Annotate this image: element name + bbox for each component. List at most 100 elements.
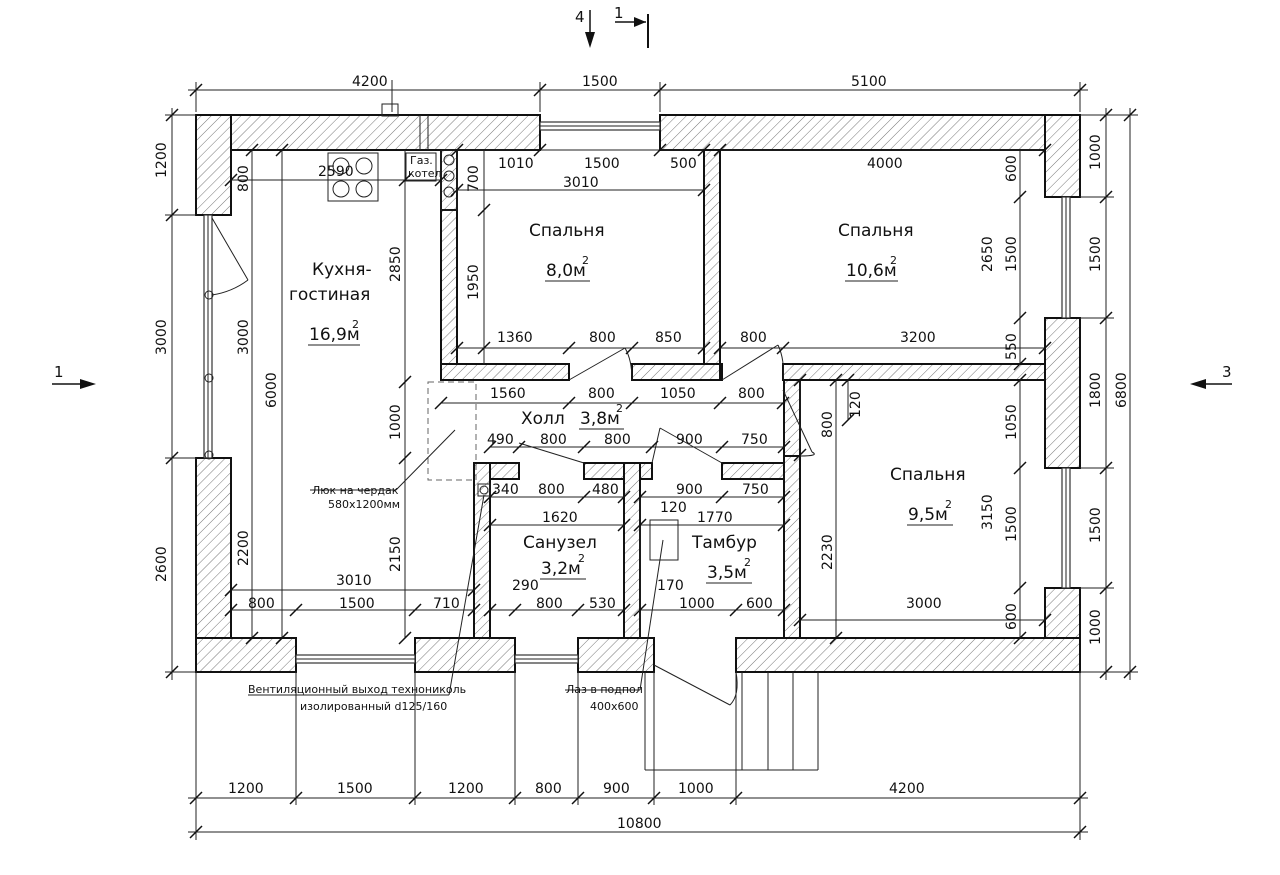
area-vestibule: 3,5м (707, 563, 747, 583)
dimension-tick (508, 791, 522, 805)
dimension-tick (512, 440, 526, 454)
section-mark-3-right: 3 (1222, 363, 1232, 381)
note-boiler-line1: Газ. (410, 154, 433, 167)
area-bathroom: 3,2м (541, 559, 581, 579)
dim-left-2600: 2600 (154, 546, 170, 582)
dim-3000-bed3: 3000 (906, 596, 942, 612)
dim-800-kitchen: 800 (236, 165, 252, 192)
room-kitchen-line1: Кухня- (312, 260, 372, 280)
dim-800-hall-b: 800 (738, 386, 765, 402)
dimension-tick (289, 603, 303, 617)
dimension-tick (434, 396, 448, 410)
dimension-tick (633, 603, 647, 617)
dim-900-hall: 900 (676, 432, 703, 448)
dim-800-bath: 800 (538, 482, 565, 498)
dimension-tick (1038, 143, 1052, 157)
dim-700: 700 (466, 165, 482, 192)
dimension-tick (1073, 825, 1087, 839)
dimension-tick (729, 791, 743, 805)
dimension-tick (777, 490, 791, 504)
dim-120-hall: 120 (848, 391, 864, 418)
dimension-tick (571, 603, 585, 617)
room-labels: Кухня- гостиная 16,9м 2 Спальня 8,0м 2 С… (289, 221, 966, 584)
dim-1000-vest: 1000 (679, 596, 715, 612)
dim-bottom-1500: 1500 (337, 781, 373, 797)
dim-bottom-4200: 4200 (889, 781, 925, 797)
dimension-tick (1013, 461, 1027, 475)
notes: Газ. котел Люк на чердак 580х1200мм Вент… (248, 154, 643, 713)
area-bedroom3: 9,5м (908, 505, 948, 525)
dim-530: 530 (589, 596, 616, 612)
area-vestibule-sq: 2 (744, 556, 751, 569)
outer-walls (195, 114, 1081, 673)
dim-top-1500: 1500 (582, 74, 618, 90)
dim-750-hall: 750 (741, 432, 768, 448)
dim-710: 710 (433, 596, 460, 612)
dimension-tick (617, 518, 631, 532)
dim-120-vest: 120 (660, 500, 687, 516)
dimension-tick (224, 173, 238, 187)
dim-2200: 2200 (236, 530, 252, 566)
dimension-tick (647, 791, 661, 805)
boiler-box (405, 152, 437, 182)
dimension-tick (1013, 581, 1027, 595)
dimension-tick (408, 791, 422, 805)
room-hall: Холл (521, 409, 565, 429)
dimension-tick (434, 173, 448, 187)
dim-1010: 1010 (498, 156, 534, 172)
dimension-tick (1099, 190, 1113, 204)
dim-2590: 2590 (318, 164, 354, 180)
dimension-tick (829, 373, 843, 387)
dimension-tick (467, 583, 481, 597)
dim-290: 290 (512, 578, 539, 594)
dim-800-bed2: 800 (740, 330, 767, 346)
dim-1360: 1360 (497, 330, 533, 346)
dim-170: 170 (657, 578, 684, 594)
dim-2230: 2230 (820, 534, 836, 570)
dimension-tick (165, 451, 179, 465)
dimension-tick (562, 396, 576, 410)
dimension-tick (713, 396, 727, 410)
dim-right-6800: 6800 (1114, 372, 1130, 408)
area-bathroom-sq: 2 (578, 552, 585, 565)
room-bedroom3: Спальня (890, 465, 966, 485)
dim-4000: 4000 (867, 156, 903, 172)
dimension-tick (715, 490, 729, 504)
dim-right-1000: 1000 (1088, 134, 1104, 170)
dimension-tick (645, 440, 659, 454)
fixtures (327, 80, 679, 561)
dim-top-5100: 5100 (851, 74, 887, 90)
area-bedroom1-sq: 2 (582, 254, 589, 267)
dimension-tick (776, 396, 790, 410)
dimension-tick (533, 143, 547, 157)
dim-800-hall: 800 (588, 386, 615, 402)
dimension-tick (653, 83, 667, 97)
dimension-tick (577, 490, 591, 504)
flue-icon (443, 154, 455, 166)
dimension-tick (1038, 613, 1052, 627)
dim-bottom-900: 900 (603, 781, 630, 797)
dim-3200: 3200 (900, 330, 936, 346)
dimension-tick (224, 583, 238, 597)
dim-right-1500b: 1500 (1088, 507, 1104, 543)
dim-1500-bed1: 1500 (584, 156, 620, 172)
dimension-tick (508, 603, 522, 617)
dim-1050-hall: 1050 (660, 386, 696, 402)
area-bedroom3-sq: 2 (945, 498, 952, 511)
section-mark-1-left: 1 (54, 363, 64, 381)
section-mark-4: 4 (575, 8, 585, 26)
area-bedroom1: 8,0м (546, 261, 586, 281)
dimension-tick (450, 143, 464, 157)
dimension-tick (633, 518, 647, 532)
dimension-tick (477, 203, 491, 217)
dimension-tick (165, 108, 179, 122)
dim-600-vest: 600 (746, 596, 773, 612)
dim-750-vest: 750 (742, 482, 769, 498)
dimension-tick (245, 631, 259, 645)
dimension-tick (715, 440, 729, 454)
dimension-tick (483, 490, 497, 504)
inner-walls (440, 149, 1046, 639)
dimension-tick (793, 373, 807, 387)
dim-1560: 1560 (490, 386, 526, 402)
